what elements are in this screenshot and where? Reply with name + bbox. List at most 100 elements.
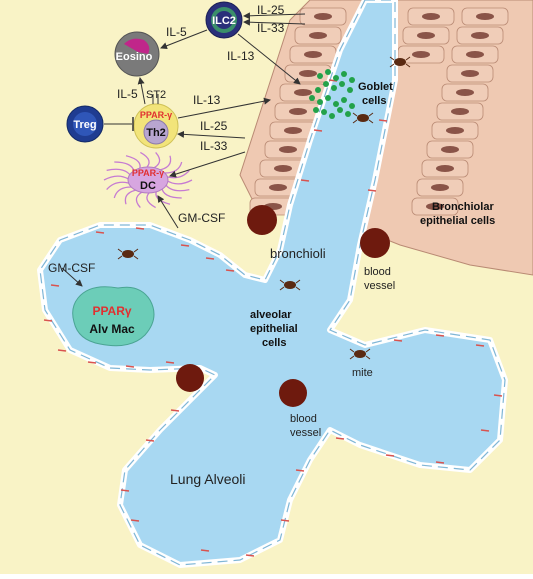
cell-nucleus	[289, 108, 307, 115]
capillary-dash	[87, 361, 97, 364]
cell-nucleus	[274, 165, 292, 172]
eosino-label: Eosino	[116, 51, 153, 63]
cell-nucleus	[436, 165, 454, 172]
ilc2-cell: ILC2	[205, 1, 243, 39]
cell-nucleus	[476, 13, 494, 20]
il13-top-label: IL-13	[227, 49, 255, 63]
cell-nucleus	[446, 127, 464, 134]
il13-th2-label: IL-13	[193, 93, 221, 107]
goblet-granule	[347, 87, 353, 93]
capillary-dash	[165, 361, 175, 364]
cell-nucleus	[299, 70, 317, 77]
capillary-dash	[493, 394, 503, 397]
il33-to-dc-arrow	[169, 151, 246, 178]
il25-top-label: IL-25	[257, 3, 285, 17]
gmcsf-to-mac-arrow	[61, 267, 83, 287]
gmcsf-to-dc-arrow	[157, 195, 179, 229]
cell-nucleus	[412, 51, 430, 58]
cell-nucleus	[314, 13, 332, 20]
goblet-granule	[317, 73, 323, 79]
goblet-granule	[333, 75, 339, 81]
goblet-granule	[345, 111, 351, 117]
capillary-dash	[335, 437, 345, 440]
mite-icon	[352, 112, 374, 124]
goblet-granule	[309, 95, 315, 101]
cell-nucleus	[294, 89, 312, 96]
capillary-dash	[170, 409, 180, 412]
cell-nucleus	[456, 89, 474, 96]
goblet-granule	[317, 99, 323, 105]
capillary-dash	[367, 189, 377, 192]
alv-mac-ppar-label: PPARγ	[92, 304, 131, 318]
il25-to-ilc2-arrow	[243, 12, 306, 20]
goblet-granule	[349, 77, 355, 83]
capillary-dash	[245, 554, 255, 557]
goblet-granules	[309, 69, 355, 119]
capillary-dash	[125, 365, 135, 368]
blood-vessel-1-line1: blood	[364, 266, 391, 278]
goblet-granule	[323, 81, 329, 87]
goblet-label-line1: Goblet	[358, 81, 393, 93]
goblet-granule	[313, 107, 319, 113]
blood-vessel-1-line2: vessel	[364, 280, 395, 292]
capillary-cells	[43, 79, 503, 557]
il13-th2-arrow	[177, 97, 271, 119]
capillary-dash	[135, 227, 145, 230]
il5-to-eosino-arrow	[160, 29, 208, 50]
capillary-dash	[435, 334, 445, 337]
alveolar-label-line2: epithelial	[250, 323, 298, 335]
capillary-dash	[95, 231, 105, 234]
mite-icon	[389, 56, 411, 68]
goblet-granule	[325, 69, 331, 75]
ilc2-label: ILC2	[212, 15, 236, 27]
goblet-granule	[325, 95, 331, 101]
cell-nucleus	[279, 146, 297, 153]
capillary-dash	[43, 319, 53, 322]
dc-ppar-label: PPAR-γ	[132, 168, 164, 178]
capillary-dash	[57, 349, 67, 352]
bronchiolar-label-line1: Bronchiolar	[432, 201, 494, 213]
blood-vessel-circle	[279, 379, 307, 407]
capillary-dash	[130, 519, 140, 522]
cell-nucleus	[422, 13, 440, 20]
eosinophil-cell: Eosino	[114, 31, 160, 77]
mite-icon	[279, 279, 301, 291]
capillary-dash	[145, 439, 155, 442]
blood-vessel-2-line1: blood	[290, 413, 317, 425]
goblet-granule	[337, 107, 343, 113]
capillary-dash	[385, 454, 395, 457]
il33-to-ilc2-arrow	[243, 18, 306, 26]
mite-label: mite	[352, 367, 373, 379]
cell-nucleus	[284, 127, 302, 134]
capillary-dash	[480, 429, 490, 432]
il5-top-label: IL-5	[166, 25, 187, 39]
blood-vessel-circle	[247, 205, 277, 235]
treg-cell: Treg	[66, 105, 104, 143]
th2-cell: PPAR-γ Th2	[133, 94, 179, 149]
capillary-dash	[225, 269, 235, 272]
th2-ppar-label: PPAR-γ	[140, 110, 172, 120]
gmcsf-dc-label: GM-CSF	[178, 211, 225, 225]
bronchiolar-label-line2: epithelial cells	[420, 215, 495, 227]
capillary-dash	[205, 257, 215, 260]
il25-mid-label: IL-25	[200, 119, 228, 133]
st2-label: ST2	[146, 89, 166, 101]
mites	[117, 56, 411, 360]
gmcsf-mac-label: GM-CSF	[48, 261, 95, 275]
blood-vessel-circle	[176, 364, 204, 392]
il13-ilc2-arrow	[237, 33, 301, 85]
alv-mac-label: Alv Mac	[89, 322, 135, 336]
blood-vessel-circle	[360, 228, 390, 258]
capillary-dash	[280, 519, 290, 522]
alveolar-label-line1: alveolar	[250, 309, 292, 321]
capillary-dash	[300, 179, 310, 182]
cell-nucleus	[431, 184, 449, 191]
mite-icon	[117, 248, 139, 260]
mite-icon	[349, 348, 371, 360]
signal-labels: IL-25 IL-33 IL-5 IL-13 IL-5 ST2 IL-13 IL…	[48, 3, 285, 275]
dc-label: DC	[140, 180, 156, 192]
goblet-label-line2: cells	[362, 95, 386, 107]
cell-nucleus	[426, 203, 444, 210]
